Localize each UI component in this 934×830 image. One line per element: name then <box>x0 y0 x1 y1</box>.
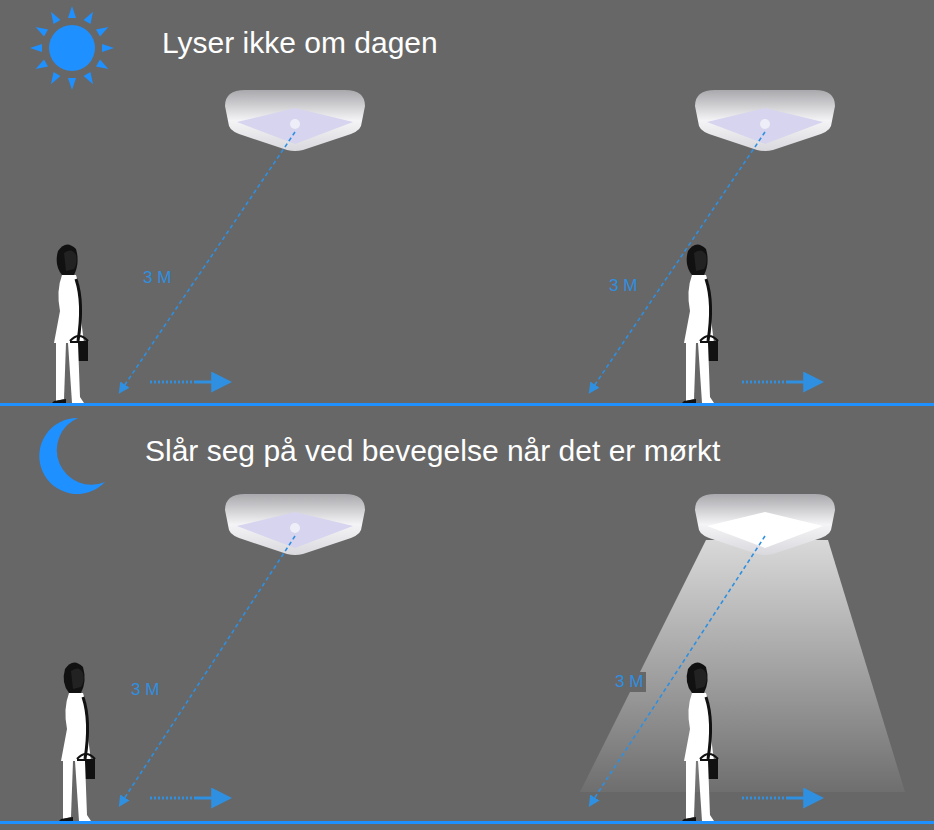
ceiling-lamp <box>225 90 365 151</box>
sun-icon <box>30 6 114 90</box>
ceiling-lamp <box>695 90 835 151</box>
walking-person <box>52 244 88 403</box>
sensor-range <box>120 132 765 805</box>
section-heading: Lyser ikke om dagen <box>162 26 438 60</box>
distance-label: 3 M <box>140 268 174 288</box>
ceiling-lamp <box>225 494 365 555</box>
walking-person <box>682 662 718 821</box>
floor-line <box>0 403 934 406</box>
distance-label: 3 M <box>128 680 162 700</box>
distance-label: 3 M <box>612 672 646 692</box>
floor-line <box>0 821 934 824</box>
walking-person <box>59 662 95 821</box>
walking-person <box>682 244 718 403</box>
ceiling-lamp-lit <box>695 494 835 555</box>
moon-icon <box>39 418 105 494</box>
distance-label: 3 M <box>606 276 640 296</box>
section-heading: Slår seg på ved bevegelse når det er mør… <box>145 434 720 468</box>
light-cone <box>580 540 905 792</box>
